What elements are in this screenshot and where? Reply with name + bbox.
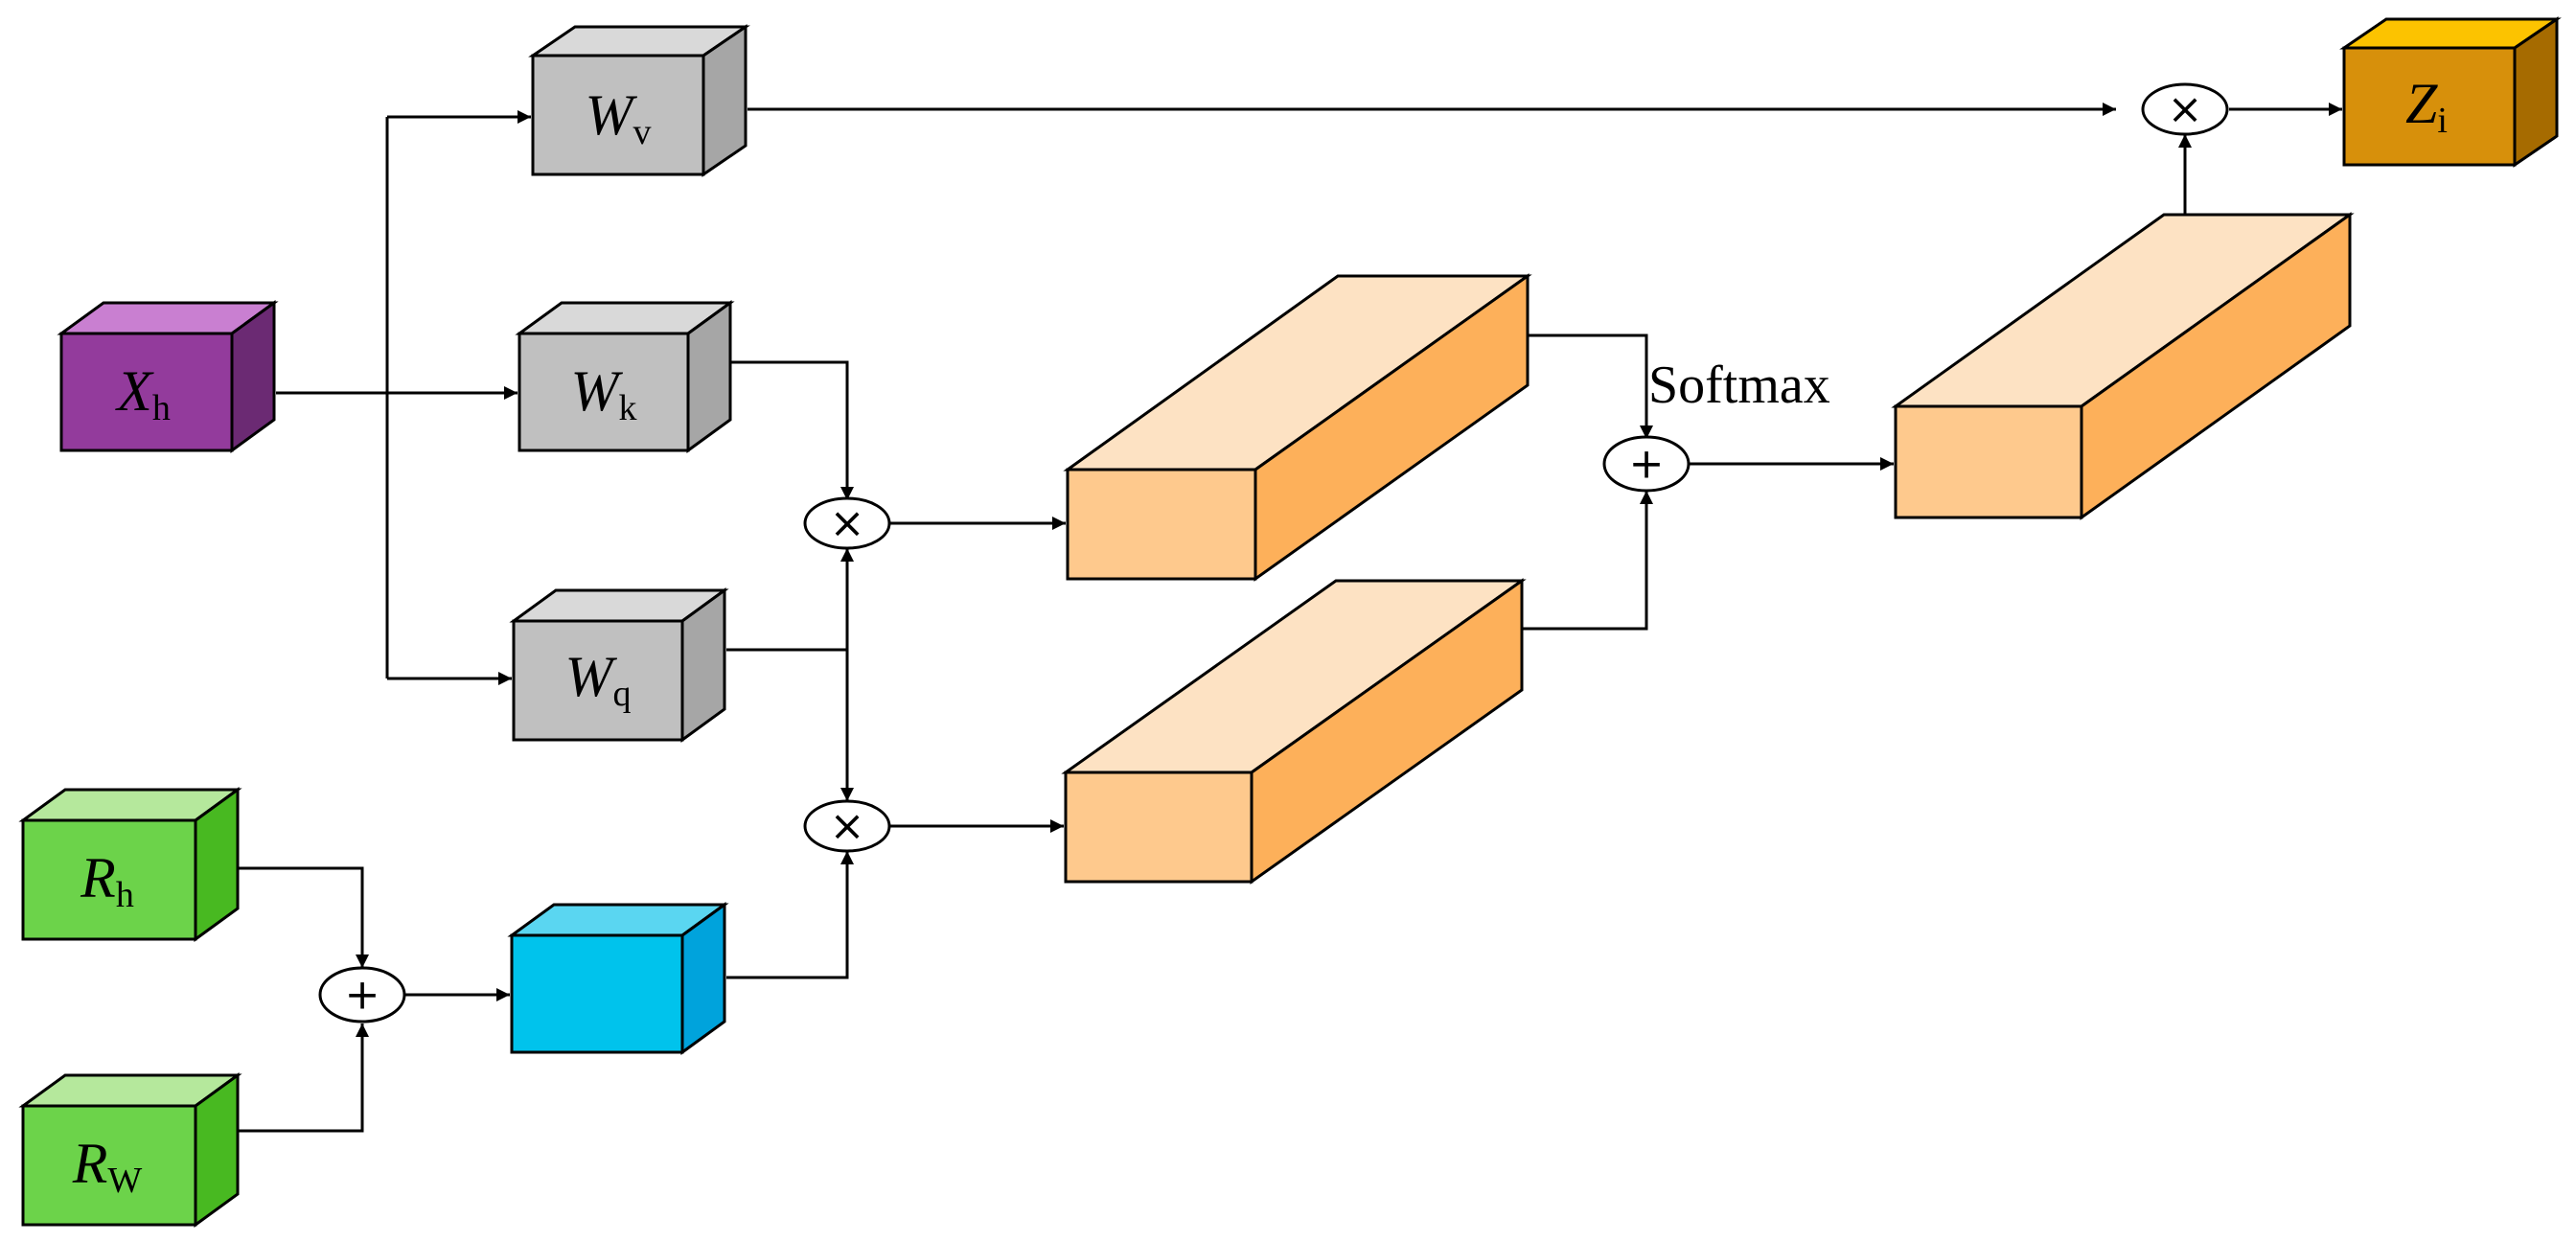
block-label: Wv bbox=[586, 83, 652, 152]
tensor1-to-add-arrow bbox=[1528, 334, 1653, 439]
operator-add2: + bbox=[1602, 435, 1690, 493]
cube-front-face bbox=[510, 933, 684, 1054]
tensor2-to-add-arrow bbox=[1522, 491, 1653, 631]
tensor-front-face bbox=[1064, 770, 1254, 884]
block-symbol: W bbox=[586, 83, 638, 147]
block-symbol: R bbox=[80, 846, 116, 909]
block-symbol: W bbox=[565, 645, 618, 708]
multiply-symbol: × bbox=[2168, 85, 2203, 134]
multiply-symbol: × bbox=[830, 499, 865, 548]
block-wv: Wv bbox=[528, 24, 750, 177]
cube-front-face bbox=[21, 1104, 197, 1227]
block-symbol: R bbox=[72, 1132, 108, 1195]
softmax-label: Softmax bbox=[1648, 356, 1830, 415]
pos-to-mul2-arrow bbox=[726, 851, 854, 979]
cube-front-face bbox=[512, 619, 684, 742]
operator-mul3: × bbox=[2141, 82, 2229, 136]
block-label: Xh bbox=[115, 359, 171, 428]
block-wk: Wk bbox=[515, 300, 735, 453]
cube-front-face bbox=[21, 818, 197, 941]
block-rh: Rh bbox=[18, 787, 242, 942]
block-label: Rh bbox=[80, 846, 134, 915]
rw-to-add1-arrow bbox=[238, 1024, 369, 1133]
rh-to-add1-arrow bbox=[238, 866, 369, 968]
tensor-front-face bbox=[1894, 404, 2083, 519]
multiply-symbol: × bbox=[830, 802, 865, 851]
cube-front-face bbox=[518, 332, 690, 452]
tensor-position-attention bbox=[1061, 578, 1527, 885]
block-subscript: i bbox=[2437, 101, 2448, 141]
block-subscript: v bbox=[632, 112, 651, 152]
block-subscript: h bbox=[152, 388, 171, 428]
block-label: Zi bbox=[2405, 72, 2448, 141]
block-subscript: W bbox=[107, 1161, 142, 1201]
block-label: RW bbox=[72, 1132, 143, 1201]
operator-mul2: × bbox=[803, 799, 891, 853]
connectors bbox=[238, 103, 2342, 1133]
operator-mul1: × bbox=[803, 496, 891, 550]
block-label: Wk bbox=[571, 359, 637, 428]
block-symbol: Z bbox=[2405, 72, 2438, 135]
block-xh: Xh bbox=[57, 300, 279, 453]
add-symbol: + bbox=[345, 971, 380, 1020]
block-zi: Zi bbox=[2339, 16, 2562, 168]
tensor-softmax-output bbox=[1891, 212, 2355, 520]
block-label: Wq bbox=[565, 645, 632, 714]
cube-front-face bbox=[2342, 46, 2517, 167]
add-symbol: + bbox=[1629, 440, 1665, 489]
tensor-front-face bbox=[1066, 468, 1257, 581]
block-subscript: q bbox=[612, 674, 631, 714]
operator-add1: + bbox=[318, 966, 406, 1024]
block-symbol: W bbox=[571, 359, 624, 423]
block-wq: Wq bbox=[509, 587, 729, 743]
block-rw: RW bbox=[18, 1072, 242, 1228]
block-subscript: h bbox=[116, 875, 134, 915]
tensor-content-attention bbox=[1063, 273, 1532, 582]
wk-to-mul1-arrow bbox=[730, 360, 854, 500]
block-position-encoding bbox=[507, 902, 729, 1055]
cube-front-face bbox=[59, 332, 234, 452]
cube-front-face bbox=[531, 54, 705, 176]
block-subscript: k bbox=[618, 388, 636, 428]
block-symbol: X bbox=[115, 359, 154, 423]
